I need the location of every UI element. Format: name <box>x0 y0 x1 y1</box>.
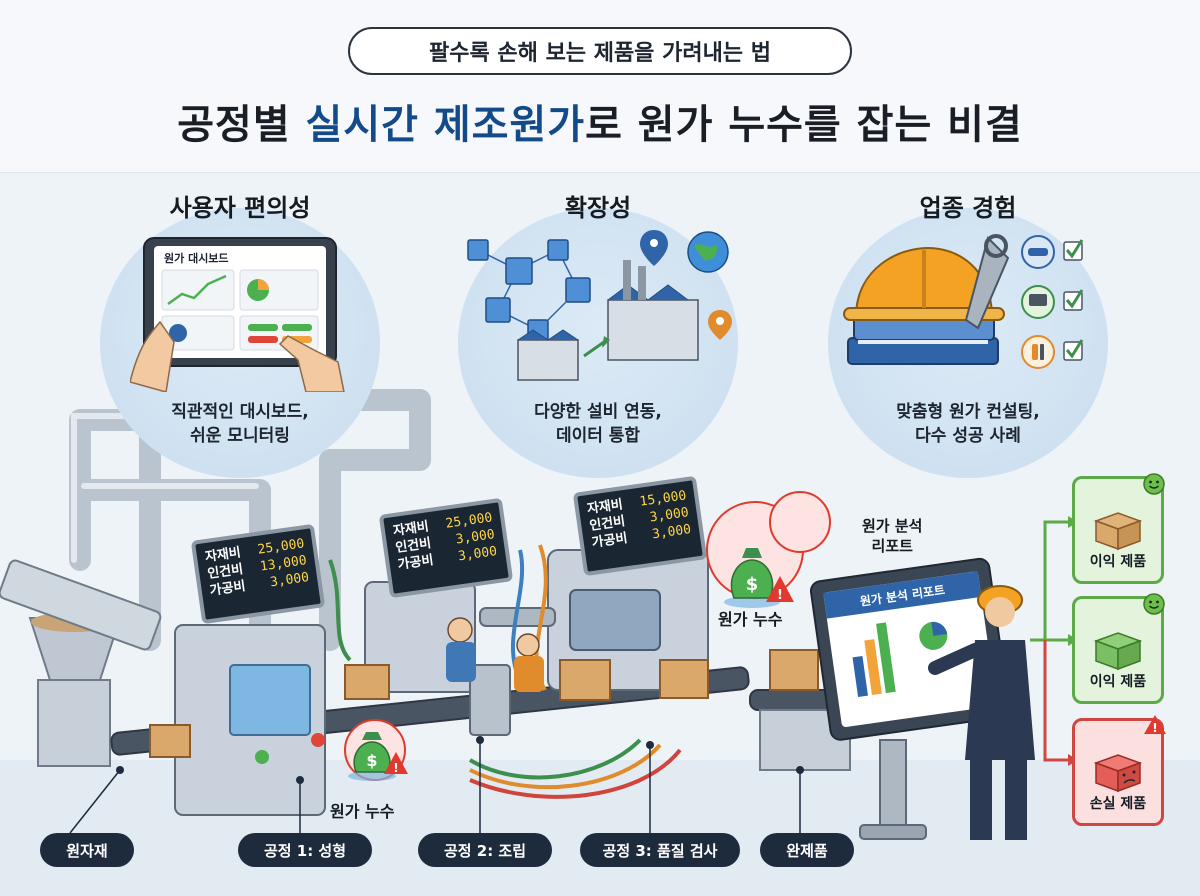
green-box-icon <box>1093 632 1143 671</box>
cables <box>328 544 682 799</box>
frown-box-icon <box>1093 754 1143 793</box>
stage-label-finished-product: 완제품 <box>760 833 854 867</box>
svg-text:!: ! <box>777 588 783 603</box>
subtitle-pill: 팔수록 손해 보는 제품을 가려내는 법 <box>348 27 852 75</box>
main-title-accent: 실시간 제조원가 <box>305 102 586 148</box>
feature-usability-caption: 직관적인 대시보드, 쉬운 모니터링 <box>90 400 390 448</box>
svg-text:$: $ <box>746 574 759 595</box>
report-kiosk-stand <box>879 739 907 831</box>
report-kiosk-base <box>859 824 927 840</box>
cost-label: 가공비 <box>590 530 629 551</box>
cardboard-box-icon <box>1093 512 1143 551</box>
result-loss-product: ! 손실 제품 <box>1072 715 1166 826</box>
stage-label-raw-material: 원자재 <box>40 833 134 867</box>
robot-arm-base <box>469 664 511 736</box>
feature-scalability-caption: 다양한 설비 연동, 데이터 통합 <box>448 400 748 448</box>
machine-1-red-light <box>311 733 325 747</box>
feature-usability-caption-line-1: 직관적인 대시보드, <box>171 402 309 422</box>
machine-3-window <box>569 589 661 651</box>
feature-experience-caption-line-2: 다수 성공 사례 <box>915 426 1021 446</box>
feature-experience-title: 업종 경험 <box>919 194 1017 222</box>
assembly-workers <box>446 617 544 692</box>
hopper-stand <box>37 679 111 767</box>
report-label-line-1: 원가 분석 <box>862 517 923 535</box>
raw-conveyor-belt <box>0 559 162 651</box>
result-profit-product-2: 이익 제품 <box>1072 593 1165 704</box>
feature-usability-title: 사용자 편의성 <box>169 194 311 222</box>
result-label: 손실 제품 <box>1089 796 1147 812</box>
product-boxes <box>149 649 819 758</box>
dashboard-title: 원가 대시보드 <box>164 251 229 265</box>
cost-label: 가공비 <box>396 552 435 573</box>
feature-scalability: 확장성 다양한 설비 연동, 데이터 통합 <box>448 180 748 480</box>
feature-experience-caption: 맞춤형 원가 컨설팅, 다수 성공 사례 <box>818 400 1118 448</box>
cost-leak-label-2: 원가 누수 <box>718 610 783 629</box>
subtitle-text: 팔수록 손해 보는 제품을 가려내는 법 <box>429 41 771 66</box>
tablet-dashboard-icon: 원가 대시보드 <box>130 237 345 392</box>
feature-scalability-caption-line-1: 다양한 설비 연동, <box>534 402 662 422</box>
svg-text:!: ! <box>1152 721 1157 735</box>
report-label-line-2: 리포트 <box>871 537 913 555</box>
hardhat-book-checklist-icon <box>843 234 1084 369</box>
report-label: 원가 분석 리포트 <box>862 516 922 556</box>
stage-label-process-1: 공정 1: 성형 <box>238 833 372 867</box>
stage-label-process-2: 공정 2: 조립 <box>418 833 552 867</box>
money-bag-warning-icon: $ ! <box>348 732 408 781</box>
main-title-suffix: 로 원가 누수를 잡는 비결 <box>585 102 1023 148</box>
sorting-arrows <box>1030 520 1068 762</box>
svg-text:!: ! <box>393 761 398 775</box>
result-label: 이익 제품 <box>1089 554 1147 570</box>
analyst-person <box>928 585 1035 840</box>
warning-icon: ! <box>1144 715 1166 735</box>
feature-scalability-title: 확장성 <box>564 194 632 222</box>
result-label: 이익 제품 <box>1089 674 1147 690</box>
feature-scalability-caption-line-2: 데이터 통합 <box>555 426 641 446</box>
leak-bubble-2-detail <box>769 491 831 553</box>
feature-usability: 사용자 편의성 원가 대시보드 직관적인 대시보드, 쉬운 모니터링 <box>90 180 390 480</box>
main-title-prefix: 공정별 <box>177 102 306 148</box>
report-screen-header <box>823 571 982 619</box>
machine-1-window <box>229 664 311 736</box>
smile-icon <box>1143 593 1165 615</box>
cost-leak-label-1: 원가 누수 <box>330 802 395 821</box>
network-factory-icon <box>467 230 732 381</box>
cost-label: 가공비 <box>208 578 247 599</box>
result-profit-product-1: 이익 제품 <box>1072 473 1165 584</box>
feature-usability-caption-line-2: 쉬운 모니터링 <box>190 426 290 446</box>
feature-experience-caption-line-1: 맞춤형 원가 컨설팅, <box>896 402 1040 422</box>
svg-text:$: $ <box>366 751 377 770</box>
money-bag-warning-icon: $ ! <box>724 548 794 608</box>
smile-icon <box>1143 473 1165 495</box>
machine-1-green-light <box>255 750 269 764</box>
main-title: 공정별 실시간 제조원가로 원가 누수를 잡는 비결 <box>0 92 1200 150</box>
feature-industry-experience: 업종 경험 맞춤형 원가 컨설팅, 다수 성공 사례 <box>818 180 1118 480</box>
stage-label-process-3: 공정 3: 품질 검사 <box>580 833 740 867</box>
